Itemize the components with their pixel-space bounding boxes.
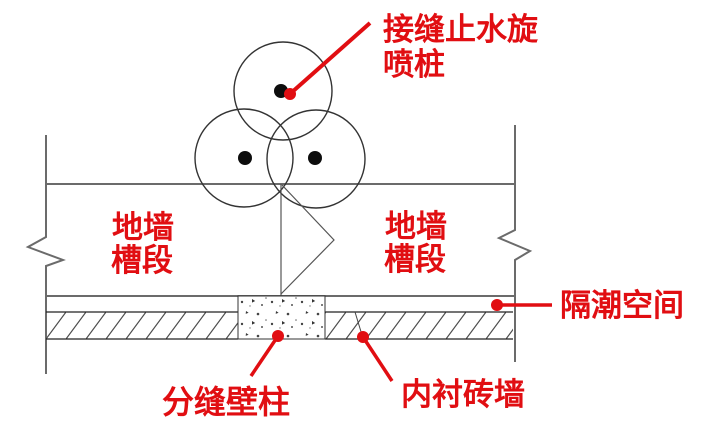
brick-wall-hatch-right (325, 312, 513, 339)
jet-grout-leader-dot (284, 88, 296, 100)
wall-segment-left-label-line2: 槽段 (111, 243, 173, 278)
jet-grout-pile-label-line2: 喷桩 (383, 47, 445, 82)
pile-center-dot-left (238, 151, 252, 165)
jet-grout-circle-left (194, 108, 294, 208)
brick-wall-leader-dot (357, 331, 369, 343)
jet-grout-circle-top (233, 41, 333, 141)
brick-lining-wall-label: 内衬砖墙 (401, 377, 525, 412)
moisture-space-label: 隔潮空间 (560, 288, 684, 323)
jet-grout-pile-label-line1: 接缝止水旋 (383, 12, 538, 47)
pile-center-dot-right (308, 151, 322, 165)
division-pilaster-leader-dot (272, 330, 284, 342)
wall-segment-left-label-line1: 地墙 (112, 210, 174, 245)
division-pilaster-label: 分缝壁柱 (162, 384, 290, 420)
jet-grout-leader-line (289, 21, 372, 95)
brick-wall-leader-line (361, 336, 394, 382)
jet-grout-circle-right (266, 109, 366, 209)
brick-wall-leader-extension (354, 311, 363, 336)
brick-wall-hatch-left (46, 312, 238, 339)
moisture-space-leader-dot (491, 299, 503, 311)
wall-segment-right-label-line1: 地墙 (385, 209, 447, 244)
right-break-line (496, 125, 533, 362)
wall-joint-chevron (280, 184, 335, 295)
left-break-line (25, 135, 66, 374)
division-pilaster-leader-line (249, 335, 280, 377)
wall-segment-right-label-line2: 槽段 (384, 242, 446, 277)
